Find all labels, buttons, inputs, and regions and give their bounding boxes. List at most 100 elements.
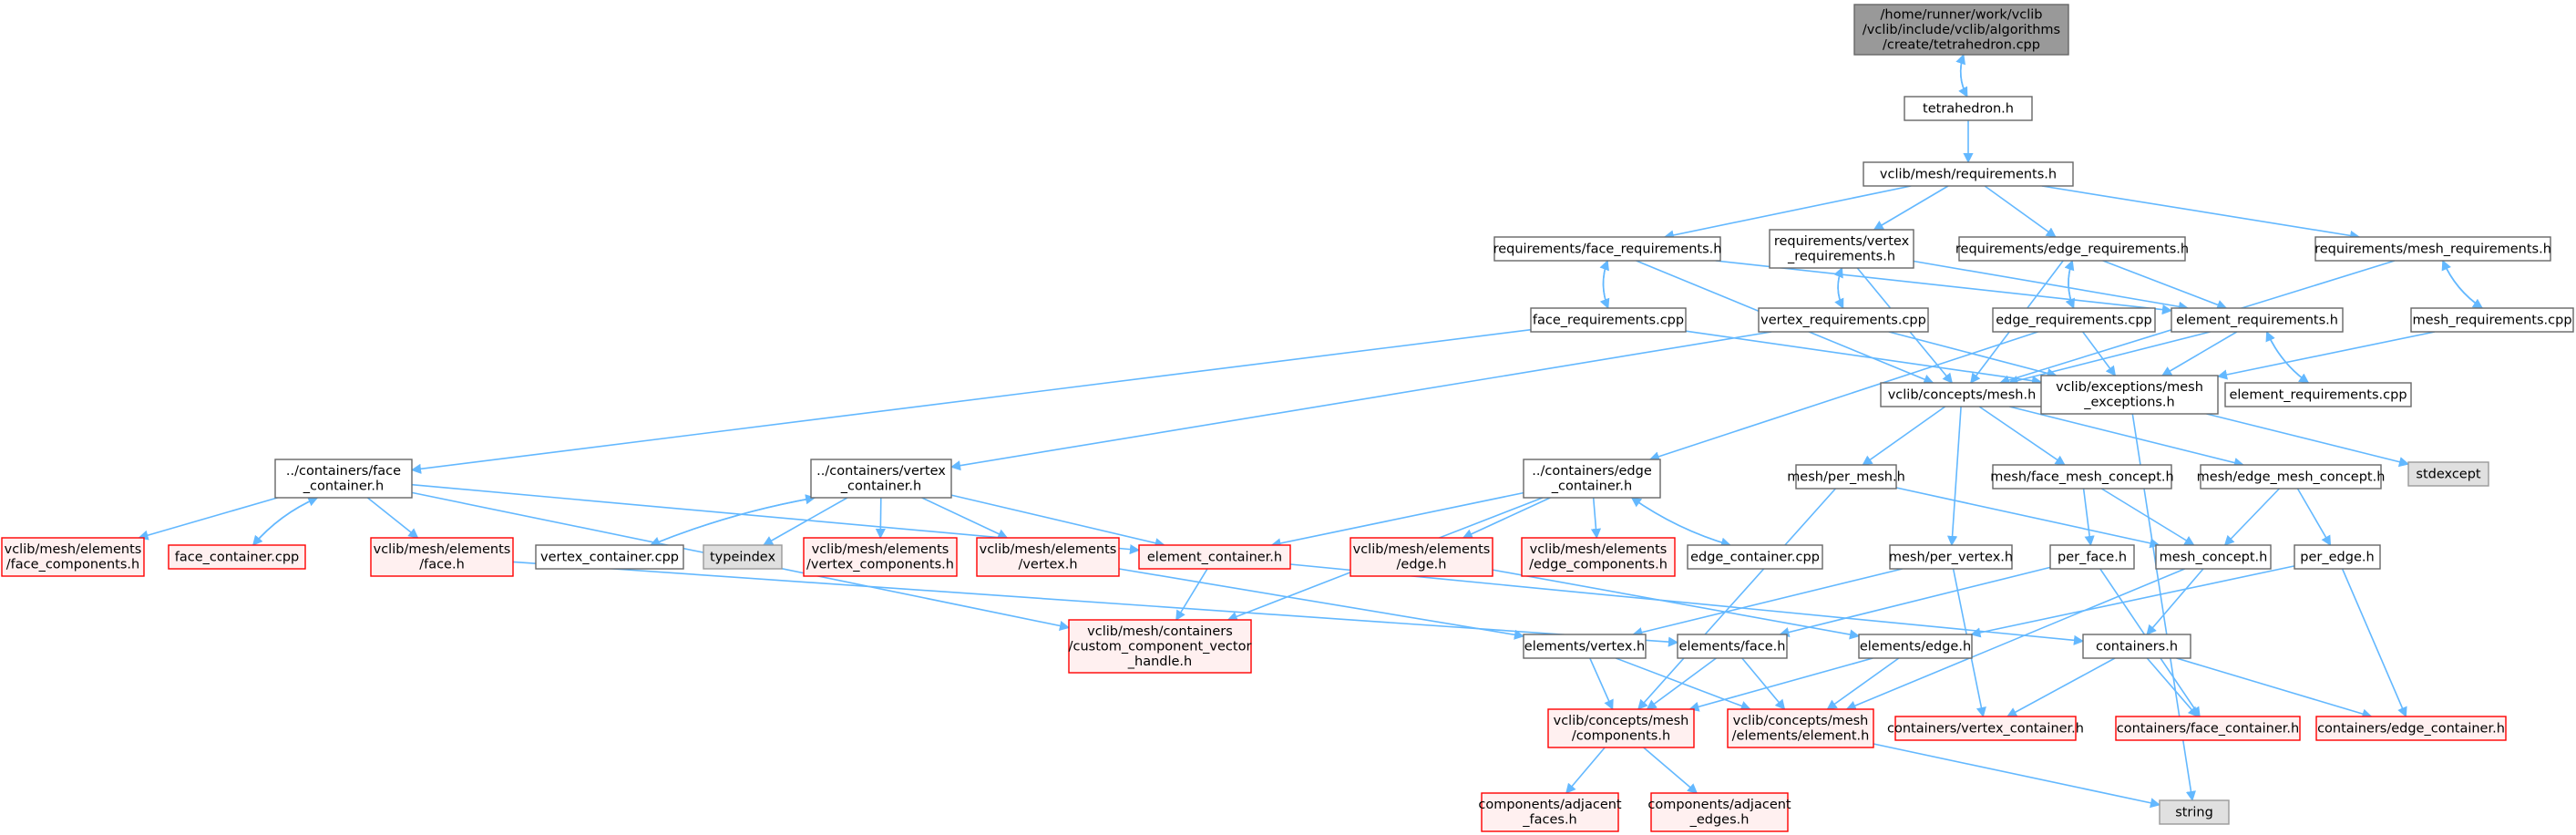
node-box [1853,4,2069,56]
node-peredge[interactable]: per_edge.h [2294,544,2381,570]
node-box [1,537,145,577]
node-permesh[interactable]: mesh/per_mesh.h [1787,464,1905,490]
edge-containers-to-cecont [2176,657,2373,719]
edge-exceptions-to-stdexcept [2206,413,2410,468]
node-label-line: typeindex [710,550,775,564]
node-edgereq[interactable]: requirements/edge_requirements.h [1955,236,2189,262]
node-edgemeshconcept[interactable]: mesh/edge_mesh_concept.h [2197,464,2386,490]
edge-edgereqcpp-to-edgecont [1648,331,2038,462]
node-components[interactable]: vclib/concepts/mesh/components.h [1547,708,1695,748]
edge-vertcont-to-vertcomps [875,497,886,540]
edge-permesh-to-meshconcept [1895,487,2160,549]
edge-edgecont-to-elemedge [1462,497,1551,539]
node-cfcont[interactable]: containers/face_container.h [2115,716,2301,741]
node-label-line: _container.h [840,479,921,494]
node-box [703,544,783,570]
node-root[interactable]: /home/runner/work/vclib/vclib/include/vc… [1853,4,2069,56]
node-elemcont[interactable]: element_container.h [1138,544,1291,570]
edge-elemreq-to-exceptions [2160,331,2238,376]
node-label-line: /components.h [1572,729,1670,744]
node-facereq[interactable]: requirements/face_requirements.h [1493,236,1722,262]
node-elemedge[interactable]: vclib/mesh/elements/edge.h [1350,537,1493,577]
node-pervertex[interactable]: mesh/per_vertex.h [1889,544,2013,570]
node-box [1904,96,2033,121]
node-box [2294,544,2381,570]
node-ccvh[interactable]: vclib/mesh/containers/custom_component_v… [1068,619,1252,674]
edge-vertcont-to-elemvertex [921,497,1009,539]
node-elemreq[interactable]: element_requirements.h [2171,307,2344,333]
node-box [1727,708,1874,748]
edge-components-to-adjfaces [1565,747,1606,794]
node-cedge[interactable]: elements/edge.h [1858,634,1973,659]
node-label-line: vclib/mesh/elements [5,542,142,557]
node-req[interactable]: vclib/mesh/requirements.h [1863,161,2074,187]
node-cecont[interactable]: containers/edge_container.h [2315,716,2507,741]
edge-vertcont-to-elemcont [950,494,1165,549]
node-label-line: components/adjacent [1478,798,1622,812]
node-vertcontcpp[interactable]: vertex_container.cpp [535,544,684,570]
node-tetra[interactable]: tetrahedron.h [1904,96,2033,121]
edge-peredge-to-cedge [1970,565,2295,638]
node-exceptions[interactable]: vclib/exceptions/mesh_exceptions.h [2040,375,2219,415]
edge-req-to-meshreq [2041,185,2361,241]
node-label-line: /elements/element.h [1732,729,1870,744]
node-vertcomps[interactable]: vclib/mesh/elements/vertex_components.h [803,537,958,577]
node-edgecontcpp[interactable]: edge_container.cpp [1687,544,1823,570]
node-facemeshconcept[interactable]: mesh/face_mesh_concept.h [1990,464,2174,490]
node-edgereqcpp[interactable]: edge_requirements.cpp [1992,307,2156,333]
node-adjfaces[interactable]: components/adjacent_faces.h [1478,792,1622,832]
edge-vertreqcpp-to-vertreq [1833,266,1844,309]
node-label-line: face_requirements.cpp [1533,313,1684,327]
node-containers[interactable]: containers.h [2082,634,2191,659]
node-meshreqcpp[interactable]: mesh_requirements.cpp [2410,307,2574,333]
node-meshconcept[interactable]: mesh_concept.h [2155,544,2272,570]
node-facereqcpp[interactable]: face_requirements.cpp [1530,307,1687,333]
node-elemvertex[interactable]: vclib/mesh/elements/vertex.h [976,537,1120,577]
node-element[interactable]: vclib/concepts/mesh/elements/element.h [1727,708,1874,748]
node-box [1992,464,2172,490]
node-box [1880,382,2044,407]
node-label-line: requirements/mesh_requirements.h [2314,242,2551,256]
node-cvertex[interactable]: elements/vertex.h [1523,634,1647,659]
node-elemface[interactable]: vclib/mesh/elements/face.h [370,537,514,577]
edge-meshreqcpp-to-meshreq [2441,259,2483,309]
node-label-line: element_requirements.cpp [2229,387,2407,402]
node-vertreq[interactable]: requirements/vertex_requirements.h [1769,229,1914,269]
edge-pervertex-to-cvertex [1632,568,1903,638]
node-vertcont[interactable]: ../containers/vertex_container.h [810,459,952,499]
node-label-line: per_edge.h [2300,550,2374,564]
node-box [1547,708,1695,748]
edge-facemeshconcept-to-meshconcept [2100,488,2195,546]
edge-cvertex-to-components [1589,657,1614,711]
node-elemreqcpp[interactable]: element_requirements.cpp [2224,382,2412,407]
edge-vertreqcpp-to-vertcont [949,331,1772,471]
node-box [2115,716,2301,741]
node-box [810,459,952,499]
edge-components-to-adjedges [1643,747,1699,794]
node-facecont[interactable]: ../containers/face_container.h [274,459,413,499]
node-vertreqcpp[interactable]: vertex_requirements.cpp [1758,307,1929,333]
node-label-line: vclib/concepts/mesh.h [1888,387,2037,402]
node-box [2200,464,2382,490]
node-perface[interactable]: per_face.h [2049,544,2135,570]
node-label-line: mesh_concept.h [2160,550,2268,564]
node-adjedges[interactable]: components/adjacent_edges.h [1647,792,1791,832]
edge-elemreq-to-conceptsmesh [2007,331,2211,386]
node-label-line: ../containers/edge [1532,464,1652,479]
node-facecontcpp[interactable]: face_container.cpp [168,544,306,570]
edge-vertreq-to-elemreq [1913,260,2190,312]
node-typeindex: typeindex [703,544,783,570]
edge-facecont-to-elemface [366,497,419,539]
node-label-line: vclib/mesh/elements [980,542,1117,557]
node-facecomps[interactable]: vclib/mesh/elements/face_components.h [1,537,145,577]
node-meshreq[interactable]: requirements/mesh_requirements.h [2314,236,2551,262]
node-cvcont[interactable]: containers/vertex_container.h [1887,716,2084,741]
node-cface[interactable]: elements/face.h [1677,634,1788,659]
edge-edgemeshconcept-to-peredge [2296,488,2332,546]
node-conceptsmesh[interactable]: vclib/concepts/mesh.h [1880,382,2044,407]
node-box [1068,619,1252,674]
edge-elemreq-to-elemreqcpp [2265,331,2310,384]
node-box [1523,634,1647,659]
node-edgecont[interactable]: ../containers/edge_container.h [1523,459,1661,499]
node-edgecomps[interactable]: vclib/mesh/elements/edge_components.h [1521,537,1676,577]
